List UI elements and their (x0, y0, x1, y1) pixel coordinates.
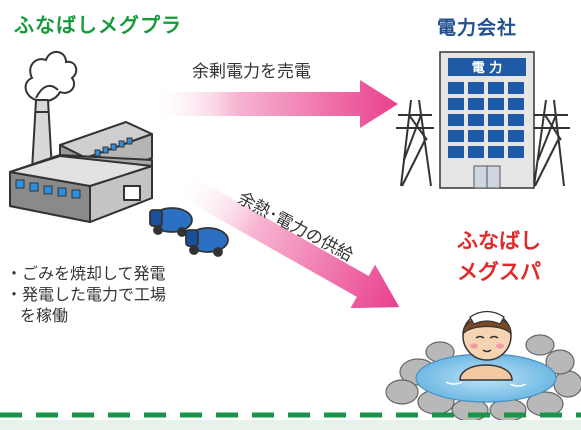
spa-title: ふなばし メグスパ (444, 226, 554, 288)
garbage-truck-icon (185, 227, 229, 257)
spa-title-line2: メグスパ (457, 260, 541, 284)
power-tower-icon (530, 99, 570, 187)
spa-title-line1: ふなばし (457, 229, 541, 253)
arrow-heat-power-supply (174, 172, 400, 309)
bullet-item: ・発電した電力で工場 (6, 285, 167, 304)
factory-icon (9, 99, 153, 223)
building-sign: 電 力 (472, 60, 503, 76)
hot-spring-icon (385, 310, 581, 422)
bullet-item: ・ごみを焼却して発電 (6, 264, 166, 283)
arrow-label-sell: 余剰電力を売電 (192, 62, 311, 82)
arrow-sell-electricity (150, 80, 398, 128)
garbage-truck-icon (149, 207, 193, 237)
bullet-item: を稼働 (20, 306, 69, 325)
plant-title: ふなばしメグプラ (14, 13, 182, 37)
bullet-list: ・ごみを焼却して発電 ・発電した電力で工場 を稼働 (6, 263, 166, 326)
power-company-title: 電力会社 (437, 17, 518, 39)
power-tower-icon (396, 99, 434, 187)
footer-strip (0, 420, 581, 430)
office-building-icon (439, 51, 535, 189)
smoke-icon (24, 51, 78, 103)
